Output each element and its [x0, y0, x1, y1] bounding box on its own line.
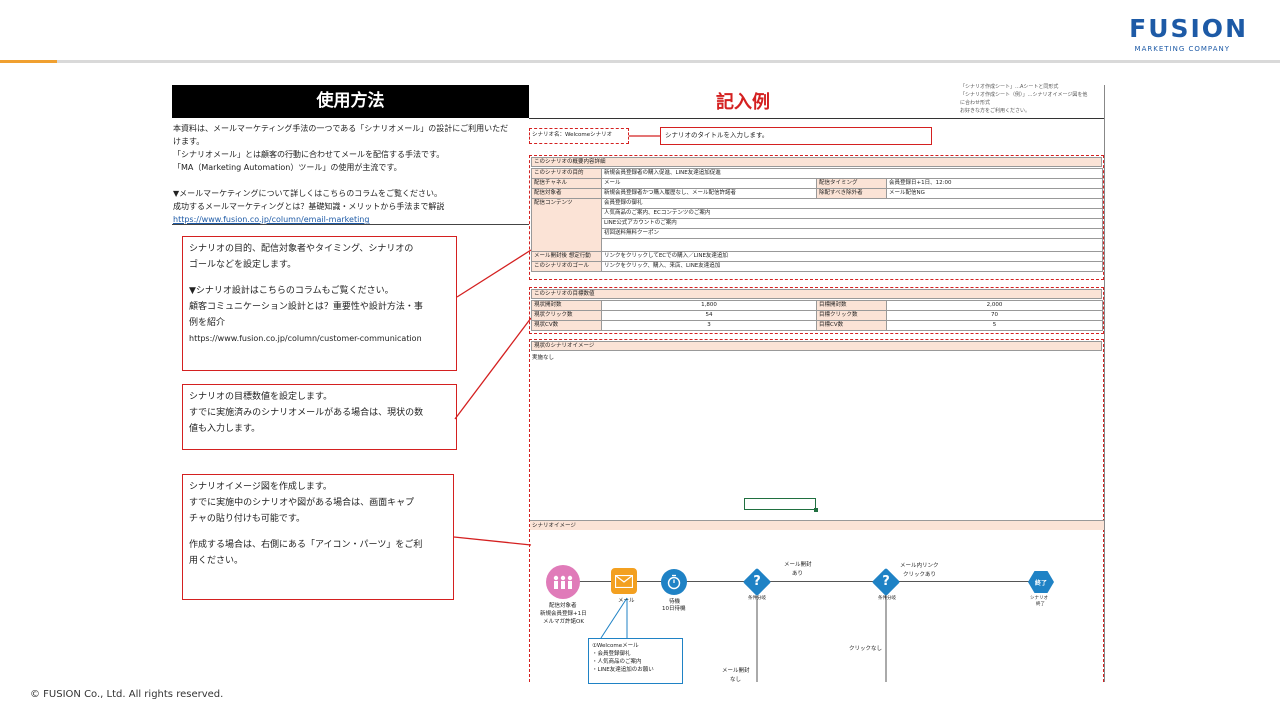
callout-line: シナリオの目標数値を設定します。 [189, 392, 333, 402]
table-cell: 配信コンテンツ [531, 198, 602, 252]
table-cell[interactable]: リンクをクリック、購入、来店、LINE友達追加 [601, 261, 1103, 272]
callout-line: ゴールなどを設定します。 [189, 260, 297, 270]
table-row: 配信コンテンツ 会員登録の御礼 [531, 198, 1103, 252]
branch-label: クリックなし [849, 646, 883, 652]
branch-label: メール開封 [784, 562, 812, 568]
node-label: 待機 [669, 599, 681, 605]
node-label: 新規会員登録+1日 [540, 611, 587, 617]
usage-title: 使用方法 [172, 85, 529, 118]
scenario-detail-section [529, 155, 1104, 280]
callout-line: 顧客コミュニケーション設計とは？重要性や設計方法・事 [189, 302, 423, 312]
node-label: メルマガ許諾OK [543, 619, 584, 625]
connector-line [456, 249, 532, 298]
mail-title: ①Welcomeメール [592, 643, 639, 649]
table-row: 現状CV数 3 目標CV数 5 [531, 320, 1103, 331]
note-line: 「シナリオ作成シート」…Aシートと同形式 [960, 84, 1059, 90]
note-line: お好きな方をご利用ください。 [960, 108, 1031, 114]
table-row: このシナリオのゴール リンクをクリック、購入、来店、LINE友達追加 [531, 261, 1103, 272]
node-label: 条件分岐 [878, 596, 896, 601]
mail-item: ・人気商品のご案内 [592, 659, 642, 665]
connector-line [453, 536, 532, 546]
note-line: に合わせ形式 [960, 100, 991, 106]
node-label: メール [618, 598, 635, 604]
flow-connector [562, 581, 1042, 582]
node-label: 10日待機 [662, 606, 686, 612]
connector-line [454, 317, 532, 420]
cell-fill-handle[interactable] [814, 508, 818, 512]
hint-connector [629, 135, 661, 137]
table-cell[interactable]: 5 [886, 320, 1103, 331]
intro-line: 「MA（Marketing Automation）ツール」の使用が主流です。 [173, 163, 402, 172]
section-header: このシナリオの目標数値 [531, 289, 1102, 299]
callout-line: すでに実施中のシナリオや図がある場合は、画面キャプ [189, 498, 415, 508]
node-label: シナリオ [1030, 596, 1048, 601]
example-title: 記入例 [716, 92, 770, 113]
timer-icon[interactable] [661, 569, 687, 595]
header-accent-bar [0, 60, 57, 63]
question-mark: ? [882, 574, 890, 589]
intro-line: 「シナリオメール」とは顧客の行動に合わせてメールを配信する手法です。 [173, 150, 445, 159]
mail-content-box: ①Welcomeメール ・会員登録御礼 ・人気商品のご案内 ・LINE友達追加の… [588, 638, 683, 684]
mail-icon[interactable] [611, 568, 637, 594]
fusion-logo: FUSION [1129, 14, 1248, 43]
callout-scenario-image: シナリオイメージ図を作成します。 すでに実施中のシナリオや図がある場合は、画面キ… [182, 474, 454, 600]
callout-line: 例を紹介 [189, 318, 226, 328]
sheet-top-divider [529, 118, 1104, 119]
scenario-image-header: シナリオイメージ [530, 520, 1104, 530]
header-divider [0, 60, 1280, 63]
branch-label: あり [792, 571, 804, 577]
scenario-name-cell[interactable]: シナリオ名：Welcomeシナリオ [529, 128, 629, 144]
callout-line: シナリオイメージ図を作成します。 [189, 482, 332, 492]
callout-target-values: シナリオの目標数値を設定します。 すでに実施済みのシナリオメールがある場合は、現… [182, 384, 457, 450]
node-label: 終了 [1036, 602, 1045, 607]
callout-line: チャの貼り付けも可能です。 [189, 514, 306, 524]
callout-line: 値も入力します。 [189, 424, 261, 434]
email-marketing-link[interactable]: https://www.fusion.co.jp/column/email-ma… [173, 215, 370, 224]
selected-cell[interactable] [744, 498, 816, 510]
people-icon[interactable] [546, 565, 580, 599]
mail-item: ・LINE友達追加のお願い [592, 667, 654, 673]
current-scenario-value[interactable]: 実施なし [532, 355, 555, 361]
branch-label: メール内リンク [900, 563, 939, 569]
copyright: © FUSION Co., Ltd. All rights reserved. [30, 689, 224, 700]
callout-line: ▼シナリオ設計はこちらのコラムもご覧ください。 [189, 286, 394, 296]
section-header: 現状のシナリオイメージ [531, 341, 1102, 351]
table-row: 配信チャネル メール 配信タイミング 会員登録日+1日、12:00 [531, 178, 1103, 189]
end-node[interactable]: 終了 [1028, 571, 1054, 593]
callout-scenario-settings: シナリオの目的、配信対象者やタイミング、シナリオの ゴールなどを設定します。 ▼… [182, 236, 457, 371]
sheet-border [1104, 85, 1105, 682]
sheet-note: 「シナリオ作成シート」…Aシートと同形式 「シナリオ作成シート（例）」…シナリオ… [960, 83, 1100, 115]
mail-item: ・会員登録御礼 [592, 651, 631, 657]
scenario-detail-table: このシナリオの目的 新規会員登録者の購入促進、LINE友達追加促進 配信チャネル… [531, 168, 1103, 272]
intro-divider [172, 224, 529, 225]
intro-line: ▼メールマーケティングについて詳しくはこちらのコラムをご覧ください。 [173, 189, 443, 198]
callout-line: 作成する場合は、右側にある「アイコン・パーツ」をご利 [189, 540, 423, 550]
node-label: 条件分岐 [748, 596, 766, 601]
callout-line: 用ください。 [189, 556, 244, 566]
section-header: このシナリオの概要内容詳細 [531, 157, 1102, 167]
branch-label: なし [730, 677, 742, 683]
intro-line: 成功するメールマーケティングとは？基礎知識・メリットから手法まで解説 [173, 202, 445, 211]
target-values-table: 現状開封数 1,800 目標開封数 2,000 現状クリック数 54 目標クリッ… [531, 300, 1103, 331]
intro-line: 本資料は、メールマーケティング手法の一つである「シナリオメール」の設計にご利用い… [173, 124, 509, 133]
intro-text: 本資料は、メールマーケティング手法の一つである「シナリオメール」の設計にご利用い… [173, 122, 529, 226]
intro-line: けます。 [173, 137, 205, 146]
branch-label: メール開封 [722, 668, 750, 674]
question-mark: ? [753, 574, 761, 589]
fusion-logo-subtitle: MARKETING COMPANY [1134, 45, 1230, 53]
note-line: 「シナリオ作成シート（例）」…シナリオイメージ図を他 [960, 92, 1088, 98]
scenario-image-section [529, 339, 1104, 682]
node-label: 配信対象者 [549, 603, 577, 609]
callout-line: シナリオの目的、配信対象者やタイミング、シナリオの [189, 244, 414, 254]
target-values-section [529, 287, 1104, 334]
customer-communication-link[interactable]: https://www.fusion.co.jp/column/customer… [189, 334, 422, 343]
branch-label: クリックあり [903, 572, 937, 578]
callout-line: すでに実施済みのシナリオメールがある場合は、現状の数 [189, 408, 424, 418]
